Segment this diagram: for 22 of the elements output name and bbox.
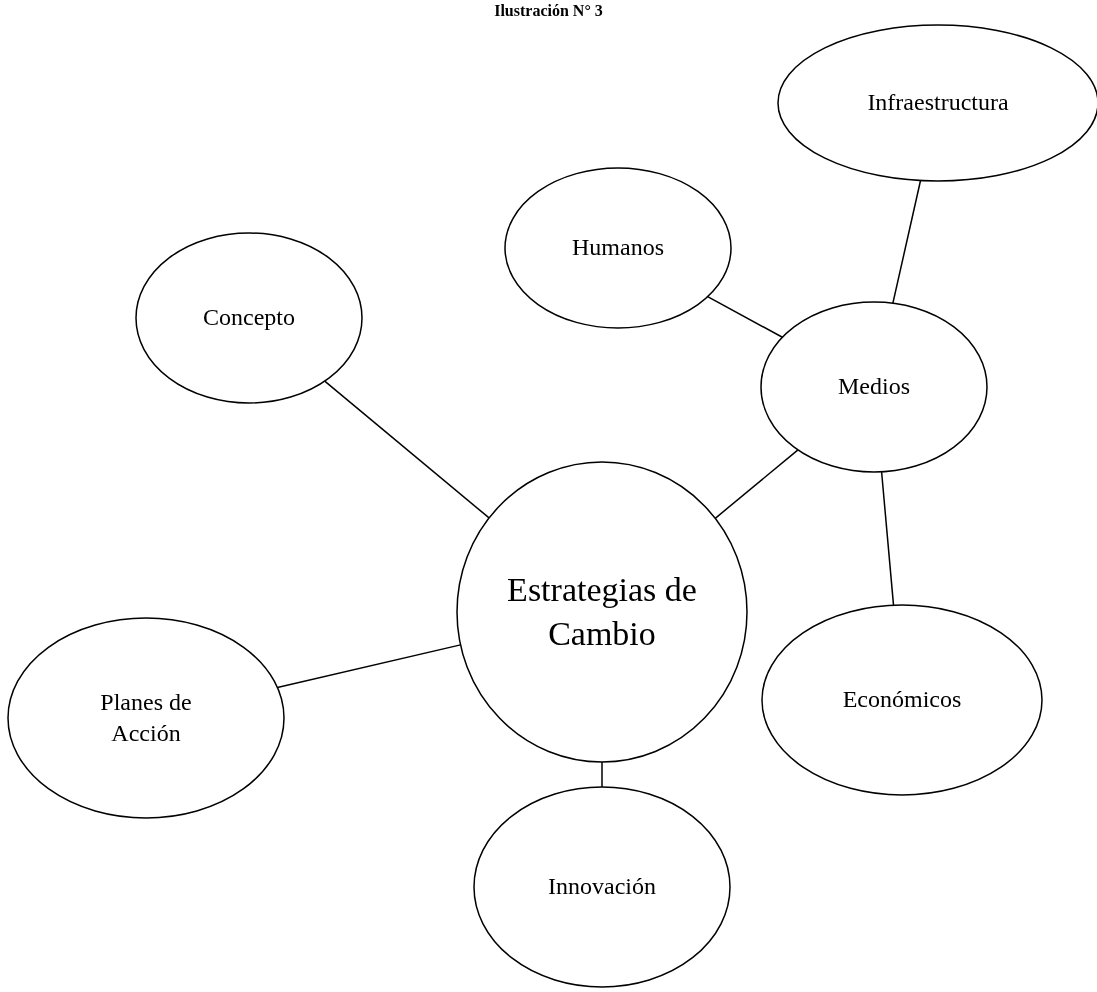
ellipse-node bbox=[505, 168, 731, 328]
connector-line bbox=[601, 761, 603, 788]
ellipse-node bbox=[136, 233, 362, 403]
connector-line bbox=[892, 179, 922, 304]
ellipse-node bbox=[761, 302, 987, 472]
connector-line bbox=[324, 380, 490, 519]
diagram-title: Ilustración N° 3 bbox=[494, 2, 603, 20]
node-label: Medios bbox=[838, 372, 910, 402]
node-label: Económicos bbox=[842, 685, 962, 715]
node-label: Concepto bbox=[203, 303, 295, 333]
node-label: Estrategias de Cambio bbox=[506, 569, 698, 654]
connector-line bbox=[880, 471, 895, 606]
node-label: Humanos bbox=[572, 233, 664, 263]
ellipse-node bbox=[457, 462, 747, 762]
ellipse-node bbox=[762, 605, 1042, 795]
connector-line bbox=[714, 449, 799, 520]
ellipse-node bbox=[474, 787, 730, 987]
node-label: Planes de Acción bbox=[99, 687, 193, 748]
node-label: Innovación bbox=[548, 872, 656, 902]
node-label: Infraestructura bbox=[867, 88, 1009, 118]
ellipse-node bbox=[8, 618, 284, 818]
connector-line bbox=[706, 295, 784, 338]
